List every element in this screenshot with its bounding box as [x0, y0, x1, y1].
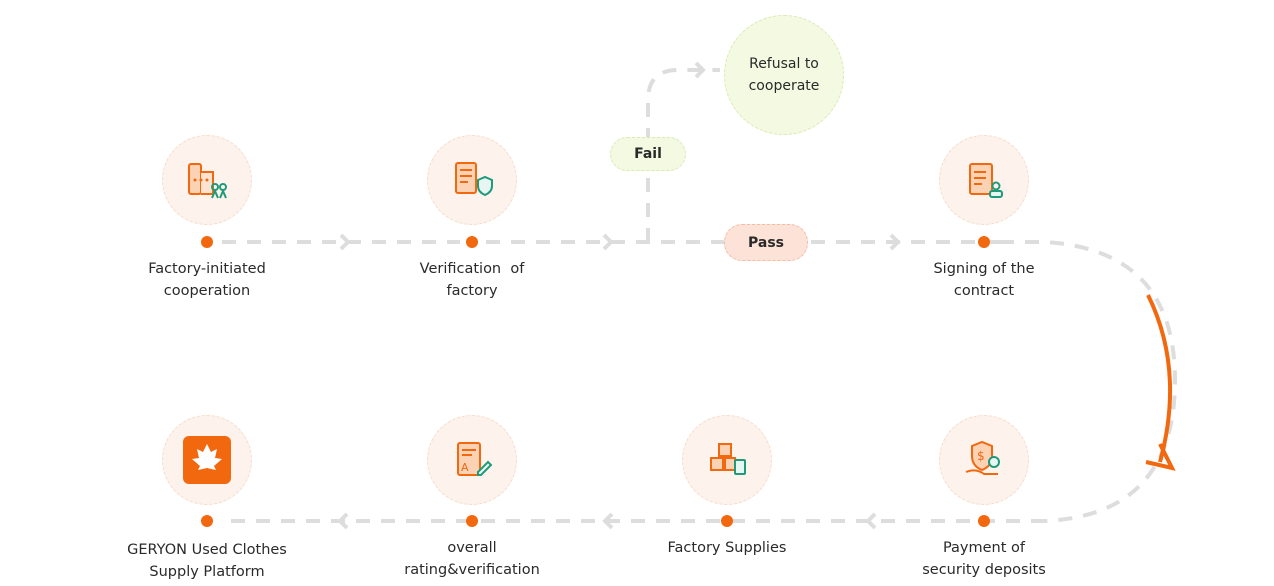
step-dot	[466, 515, 478, 527]
contract-signer-icon	[939, 135, 1029, 225]
refusal-node: Refusal to cooperate	[724, 15, 844, 135]
chevron-left-icon	[865, 512, 877, 530]
step-dot	[978, 236, 990, 248]
orange-direction-arrow	[1146, 294, 1173, 463]
boxes-clipboard-icon	[682, 415, 772, 505]
grade-document-pencil-icon: A	[427, 415, 517, 505]
geryon-maple-logo	[162, 415, 252, 505]
chevron-right-icon	[889, 233, 901, 251]
step-dot	[201, 236, 213, 248]
step-dot	[466, 236, 478, 248]
chevron-left-icon	[337, 512, 349, 530]
chevron-right-icon	[339, 233, 351, 251]
orange-arrowhead-icon	[1145, 443, 1176, 471]
chevron-right-icon	[694, 61, 706, 79]
refusal-label: cooperate	[748, 78, 820, 94]
step-dot	[978, 515, 990, 527]
refusal-label: Refusal to	[749, 56, 819, 72]
chevron-right-icon	[602, 233, 614, 251]
connector-right-curve	[1000, 240, 1178, 523]
step-dot	[201, 515, 213, 527]
svg-text:$: $	[977, 449, 985, 463]
fail-badge: Fail	[610, 137, 686, 171]
pass-badge: Pass	[724, 224, 808, 261]
step-label-supplies: Factory Supplies	[667, 540, 787, 556]
chevron-left-icon	[602, 512, 614, 530]
factory-handshake-icon	[162, 135, 252, 225]
document-shield-icon	[427, 135, 517, 225]
shield-dollar-hand-icon: $	[939, 415, 1029, 505]
svg-text:A: A	[461, 461, 469, 474]
step-dot	[721, 515, 733, 527]
